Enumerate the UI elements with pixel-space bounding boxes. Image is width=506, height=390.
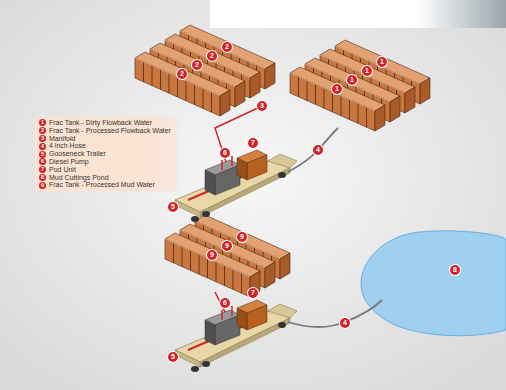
legend-text: Frac Tank - Dirty Flowback Water: [49, 119, 152, 127]
legend-text: Pod Unit: [49, 166, 76, 174]
callout-number: 1: [332, 84, 342, 94]
callout-number: 4: [313, 145, 323, 155]
legend-number: 3: [39, 135, 46, 142]
callout-number: 6: [220, 148, 230, 158]
frac-tanks-processed: [135, 25, 275, 116]
legend-row: 44 inch Hose: [39, 142, 171, 150]
hose: [288, 300, 382, 327]
mud-pond: [361, 231, 506, 336]
legend-row: 6Diesel Pump: [39, 158, 171, 166]
legend-text: Frac Tank - Processed Mud Water: [49, 181, 155, 189]
legend-row: 5Gooseneck Trailer: [39, 150, 171, 158]
legend-number: 2: [39, 127, 46, 134]
legend-number: 8: [39, 174, 46, 181]
callout-number: 6: [220, 298, 230, 308]
legend-box: 1Frac Tank - Dirty Flowback Water2Frac T…: [35, 117, 177, 191]
legend-row: 3Manifold: [39, 135, 171, 143]
legend-number: 4: [39, 143, 46, 150]
callout-number: 8: [450, 265, 460, 275]
frac-tanks-mud: [165, 215, 290, 297]
callout-number: 1: [377, 57, 387, 67]
callout-number: 4: [340, 318, 350, 328]
legend-text: Gooseneck Trailer: [49, 150, 106, 158]
legend-text: Frac Tank - Processed Flowback Water: [49, 127, 171, 135]
legend-number: 5: [39, 151, 46, 158]
callout-number: 9: [237, 232, 247, 242]
callout-number: 1: [347, 75, 357, 85]
legend-text: 4 inch Hose: [49, 142, 86, 150]
callout-number: 7: [248, 288, 258, 298]
gooseneck-trailer: [175, 150, 297, 222]
legend-row: 1Frac Tank - Dirty Flowback Water: [39, 119, 171, 127]
legend-text: Manifold: [49, 135, 75, 143]
legend-row: 7Pod Unit: [39, 166, 171, 174]
frac-tanks-dirty: [290, 40, 430, 131]
callout-number: 5: [168, 202, 178, 212]
legend-text: Mud Cuttings Pond: [49, 174, 109, 182]
legend-text: Diesel Pump: [49, 158, 89, 166]
callout-number: 2: [177, 69, 187, 79]
callout-number: 9: [207, 250, 217, 260]
legend-row: 2Frac Tank - Processed Flowback Water: [39, 127, 171, 135]
callout-number: 2: [222, 42, 232, 52]
callout-number: 1: [362, 66, 372, 76]
legend-row: 9Frac Tank - Processed Mud Water: [39, 181, 171, 189]
header-photo-strip: [210, 0, 506, 28]
gooseneck-trailer: [175, 300, 297, 372]
callout-number: 7: [248, 138, 258, 148]
legend-row: 8Mud Cuttings Pond: [39, 174, 171, 182]
legend-number: 7: [39, 166, 46, 173]
callout-number: 5: [168, 352, 178, 362]
callout-number: 2: [207, 51, 217, 61]
callout-number: 2: [192, 60, 202, 70]
legend-number: 9: [39, 182, 46, 189]
legend-number: 1: [39, 119, 46, 126]
callout-number: 3: [257, 101, 267, 111]
callout-number: 9: [222, 241, 232, 251]
legend-number: 6: [39, 158, 46, 165]
hose: [288, 128, 338, 172]
